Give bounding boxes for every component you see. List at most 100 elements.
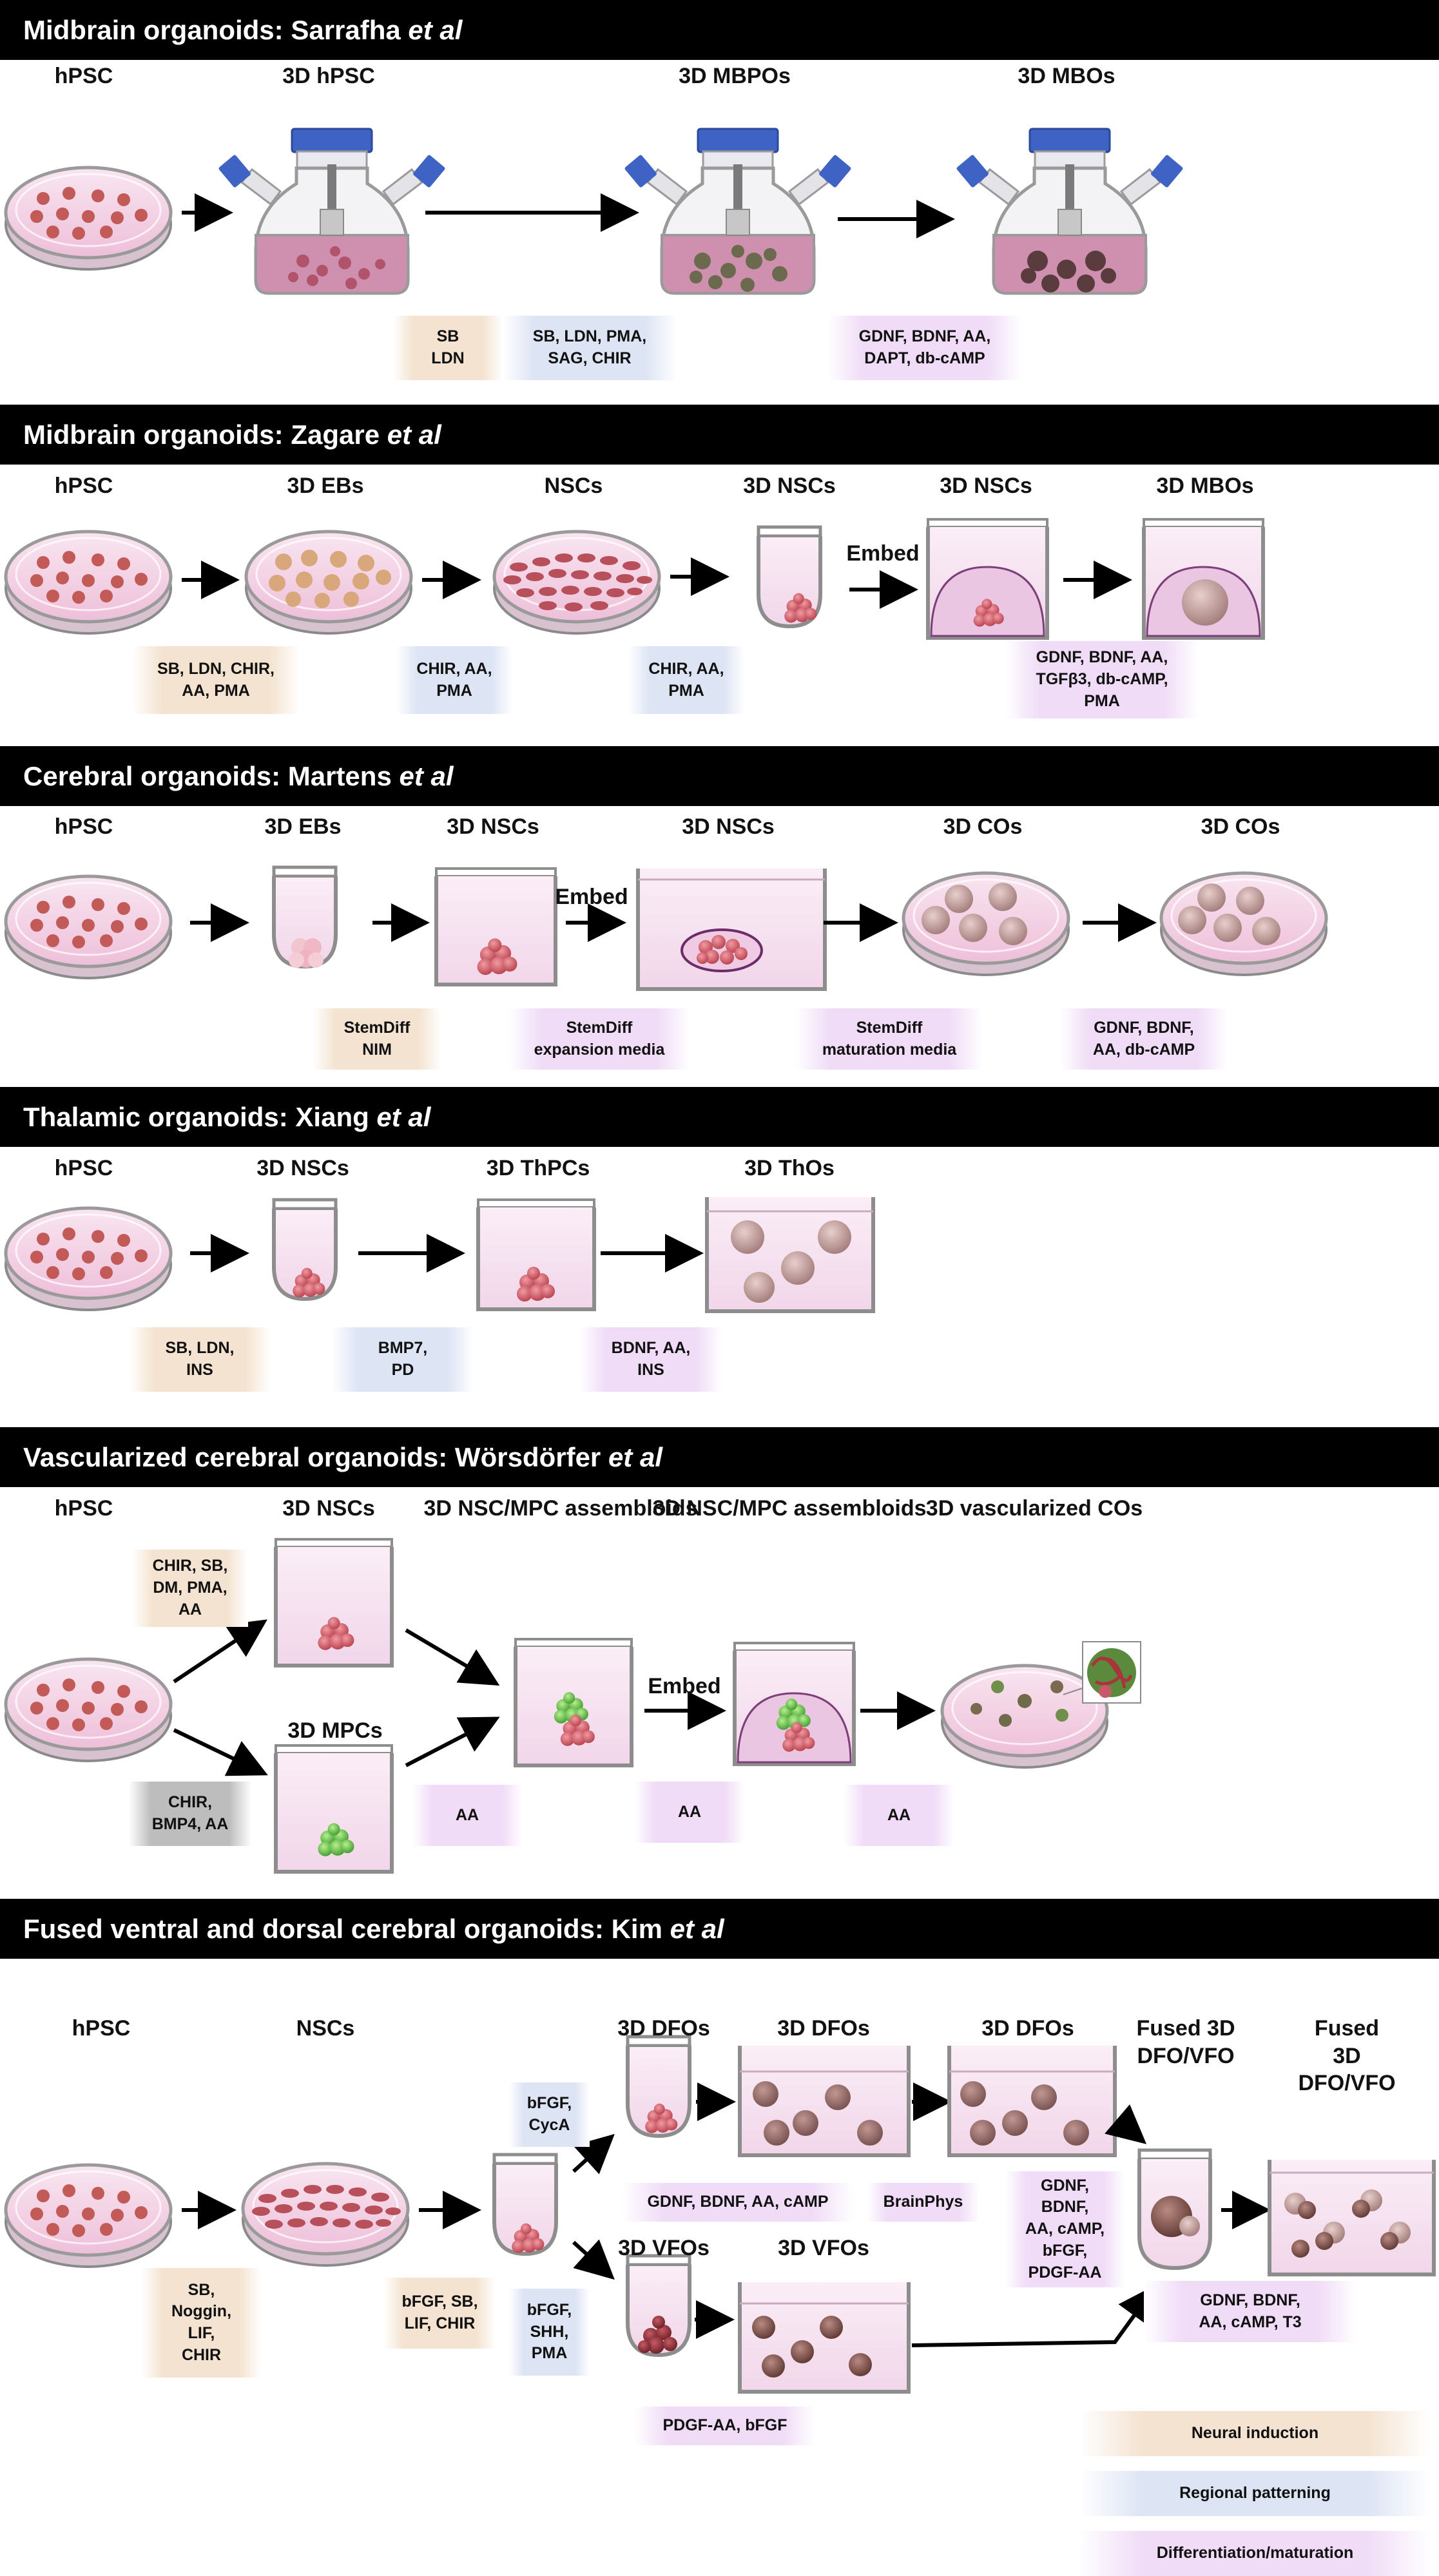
factor-badge: StemDiff maturation media — [796, 1008, 983, 1070]
panel-title-italic: et al — [376, 1102, 431, 1132]
arrow — [405, 1716, 500, 1767]
well-3d-nscs-martens — [434, 867, 557, 986]
dish-3d-cos-1 — [903, 873, 1068, 975]
arrow — [911, 2284, 1157, 2347]
factor-badge: PDGF-AA, bFGF — [635, 2407, 815, 2445]
panel-title: Thalamic organoids: Xiang — [23, 1102, 377, 1132]
stage-label: 3D vascularized COs — [925, 1496, 1143, 1521]
dish-hpsc-2 — [6, 532, 171, 633]
stage-label: 3D NSC/MPC assembloids — [652, 1496, 927, 1521]
factor-badge: GDNF, BDNF, AA, cAMP, bFGF, PDGF-AA — [1005, 2171, 1125, 2287]
factor-badge: CHIR, SB, DM, PMA, AA — [132, 1550, 248, 1627]
stage-label: 3D ThPCs — [486, 1156, 590, 1180]
factor-badge: CHIR, BMP4, AA — [129, 1782, 251, 1846]
stage-label: 3D NSCs — [743, 474, 836, 498]
dish-hpsc-3 — [6, 876, 171, 978]
panel-title-italic: et al — [670, 1914, 724, 1944]
stage-label: 3D ThOs — [744, 1156, 835, 1180]
stage-label: 3D MBOs — [1018, 64, 1115, 88]
tube-nscs-kim — [494, 2155, 556, 2254]
arrow — [1105, 2104, 1147, 2144]
dish-hpsc-1 — [6, 168, 171, 269]
factor-badge: AA — [412, 1785, 522, 1846]
stage-label: 3D DFOs — [981, 2016, 1074, 2041]
panel-header-zagare: Midbrain organoids: Zagare et al — [0, 405, 1439, 465]
stage-label: 3D DFOs — [617, 2016, 710, 2041]
factor-badge: bFGF, SB, LIF, CHIR — [383, 2278, 496, 2349]
well-3d-mbos-zagare — [1142, 518, 1265, 640]
stage-label: 3D MBOs — [1156, 474, 1254, 498]
dish-nscs-kim — [243, 2164, 408, 2265]
tube-3d-nscs-zagare — [758, 527, 820, 626]
well-3d-mpcs — [276, 1745, 392, 1872]
factor-badge: SB, LDN, PMA, SAG, CHIR — [503, 316, 677, 380]
stage-label: Fused 3D DFO/VFO — [1298, 2016, 1396, 2095]
well-3d-dfos-1 — [738, 2046, 911, 2157]
panel-title: Cerebral organoids: Martens — [23, 761, 400, 791]
tube-fused — [1137, 2148, 1212, 2271]
stage-label: 3D NSCs — [256, 1156, 349, 1180]
panel-header-kim: Fused ventral and dorsal cerebral organo… — [0, 1899, 1439, 1959]
stage-label: 3D MBPOs — [679, 64, 791, 88]
stage-label: 3D hPSC — [282, 64, 375, 88]
arrow — [173, 1619, 267, 1684]
dish-nscs — [494, 532, 659, 633]
dish-hpsc-6 — [6, 2165, 171, 2267]
bottle-3d-mbos — [956, 129, 1183, 293]
stage-label: 3D COs — [943, 814, 1023, 839]
factor-badge: bFGF, SHH, PMA — [509, 2289, 590, 2376]
factor-badge: StemDiff NIM — [313, 1008, 441, 1070]
stage-label: hPSC — [54, 474, 113, 498]
stage-label: 3D NSCs — [282, 1496, 375, 1521]
factor-badge: SB, LDN, INS — [129, 1327, 271, 1392]
stage-label: 3D VFOs — [618, 2236, 710, 2260]
stage-label: 3D NSCs — [940, 474, 1032, 498]
panel-header-worsdorfer: Vascularized cerebral organoids: Wörsdör… — [0, 1427, 1439, 1487]
tube-3d-dfos — [628, 2037, 690, 2136]
tube-3d-nscs-xiang — [274, 1200, 336, 1299]
stage-label: NSCs — [544, 474, 603, 498]
well-assembloid-1 — [516, 1639, 632, 1765]
panel-header-sarrafha: Midbrain organoids: Sarrafha et al — [0, 0, 1439, 60]
embed-label: Embed — [555, 885, 628, 909]
panel-title: Midbrain organoids: Sarrafha — [23, 15, 409, 45]
factor-badge: GDNF, BDNF, AA, DAPT, db-cAMP — [828, 316, 1021, 380]
well-fused — [1268, 2160, 1436, 2276]
factor-badge: SB LDN — [393, 316, 503, 380]
tube-3d-vfos — [628, 2256, 690, 2355]
tube-3d-ebs — [274, 867, 336, 968]
legend-differentiation-maturation: Differentiation/maturation — [1079, 2531, 1431, 2576]
factor-badge: GDNF, BDNF, AA, cAMP, T3 — [1144, 2281, 1357, 2342]
stage-label: 3D MPCs — [287, 1718, 383, 1743]
panel-title: Fused ventral and dorsal cerebral organo… — [23, 1914, 670, 1944]
factor-badge: GDNF, BDNF, AA, cAMP — [622, 2183, 854, 2222]
stage-label: 3D NSC/MPC assembloids — [423, 1496, 698, 1521]
legend-neural-induction: Neural induction — [1079, 2411, 1431, 2456]
well-embed-nscs — [926, 518, 1049, 640]
panel-title-italic: et al — [608, 1442, 662, 1472]
stage-label: 3D NSCs — [447, 814, 539, 839]
panel-title-italic: et al — [408, 15, 463, 45]
stage-label: hPSC — [54, 814, 113, 839]
factor-badge: AA — [635, 1782, 744, 1843]
factor-badge: CHIR, AA, PMA — [628, 646, 744, 714]
factor-badge: CHIR, AA, PMA — [396, 646, 512, 714]
embed-label: Embed — [846, 541, 920, 566]
well-assembloid-embed — [733, 1642, 856, 1766]
stage-label: 3D EBs — [287, 474, 364, 498]
panel-title: Midbrain organoids: Zagare — [23, 419, 387, 450]
factor-badge: BrainPhys — [867, 2183, 980, 2222]
dish-3d-ebs — [246, 532, 411, 633]
dish-vascularized-cos — [942, 1641, 1141, 1767]
factor-badge: bFGF, CycA — [509, 2082, 590, 2147]
stage-label: 3D EBs — [264, 814, 342, 839]
bottle-3d-mbpos — [624, 129, 851, 293]
embed-label: Embed — [648, 1674, 721, 1698]
legend-regional-patterning: Regional patterning — [1079, 2471, 1431, 2516]
well-3d-nscs-worsdorfer — [276, 1539, 392, 1666]
factor-badge: SB, Noggin, LIF, CHIR — [142, 2268, 261, 2378]
factor-badge: GDNF, BDNF, AA, TGFβ3, db-cAMP, PMA — [1005, 641, 1199, 718]
stage-label: hPSC — [54, 64, 113, 88]
stage-label: 3D COs — [1201, 814, 1280, 839]
stage-label: 3D NSCs — [682, 814, 775, 839]
